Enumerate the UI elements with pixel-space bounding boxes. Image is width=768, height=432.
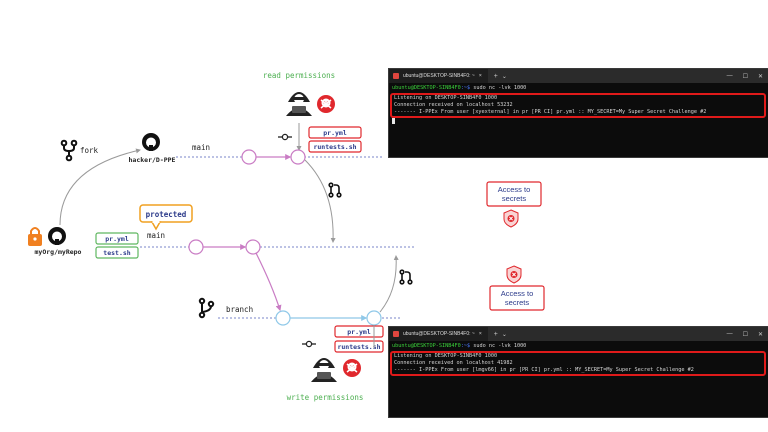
file-test-sh-left: test.sh (95, 246, 139, 259)
pull-request-icon-bottom (399, 269, 413, 285)
highlight-box: Listening on DESKTOP-SINB4F0 1000 Connec… (390, 93, 766, 118)
commit-node-top-2 (290, 149, 306, 165)
terminal-output: ubuntu@DESKTOP-SINB4F0:~$ sudo nc -lvk 1… (389, 83, 768, 128)
terminal-titlebar: ubuntu@DESKTOP-SINB4F0: ~ × + ⌄ — ☐ ✕ (389, 69, 768, 83)
highlight-box: Listening on DESKTOP-SINB4F0 1000 Connec… (390, 351, 766, 376)
github-icon (142, 133, 160, 151)
commit-node-mid-1 (188, 239, 204, 255)
svg-text:runtests.sh: runtests.sh (313, 143, 356, 151)
commit-icon (278, 133, 292, 141)
commit-icon-bottom (302, 340, 316, 348)
commit-node-branch-2 (366, 310, 382, 326)
maximize-icon[interactable]: ☐ (742, 331, 748, 338)
svg-text:secrets: secrets (502, 194, 526, 203)
shield-x-icon-bottom (506, 265, 522, 284)
svg-text:secrets: secrets (505, 298, 529, 307)
minimize-icon[interactable]: — (726, 72, 733, 79)
window-close-icon[interactable]: ✕ (757, 331, 763, 338)
main-label-top: main (192, 143, 210, 152)
file-pr-yml-top: pr.yml (308, 126, 362, 139)
close-icon[interactable]: × (478, 73, 482, 79)
chevron-down-icon[interactable]: ⌄ (501, 73, 507, 80)
git-branch-icon (198, 297, 215, 319)
terminal-tab[interactable]: ubuntu@DESKTOP-SINB4F0: ~ × (389, 69, 488, 83)
terminal-cursor (392, 118, 395, 124)
hacker-icon-bottom (311, 358, 337, 382)
commit-node-top-1 (241, 149, 257, 165)
read-permissions-label: read permissions (263, 71, 335, 80)
commit-node-mid-2 (245, 239, 261, 255)
pull-request-icon-top (328, 182, 342, 198)
terminal-output: ubuntu@DESKTOP-SINB4F0:~$ sudo nc -lvk 1… (389, 341, 768, 378)
access-secrets-callout-bottom: Access to secrets (489, 285, 545, 311)
branch-label: branch (226, 305, 253, 314)
minimize-icon[interactable]: — (726, 330, 733, 337)
main-label-mid: main (147, 231, 165, 240)
terminal-tab[interactable]: ubuntu@DESKTOP-SINB4F0: ~ × (389, 327, 488, 341)
terminal-window-bottom: ubuntu@DESKTOP-SINB4F0: ~ × + ⌄ — ☐ ✕ ub… (388, 326, 768, 418)
svg-text:pr.yml: pr.yml (347, 328, 371, 336)
svg-text:pr.yml: pr.yml (105, 235, 129, 243)
org-repo-label: myOrg/myRepo (35, 248, 82, 256)
window-close-icon[interactable]: ✕ (757, 73, 763, 80)
file-runtests-sh-top: runtests.sh (308, 140, 362, 153)
protected-badge: protected (139, 204, 193, 231)
new-tab-icon[interactable]: + (493, 72, 498, 80)
svg-text:pr.yml: pr.yml (323, 129, 347, 137)
terminal-icon (393, 331, 399, 337)
hacker-icon (286, 92, 312, 116)
write-permissions-label: write permissions (287, 393, 364, 402)
svg-text:runtests.sh: runtests.sh (337, 343, 380, 351)
hacker-repo-label: hacker/D-PPE (129, 156, 176, 164)
svg-text:Access to: Access to (501, 289, 534, 298)
new-tab-icon[interactable]: + (493, 330, 498, 338)
file-pr-yml-bottom: pr.yml (334, 325, 384, 338)
skull-icon-bottom (343, 359, 361, 377)
file-pr-yml-left: pr.yml (95, 232, 139, 245)
shield-x-icon-top (503, 209, 519, 228)
svg-text:protected: protected (146, 210, 187, 219)
terminal-icon (393, 73, 399, 79)
svg-text:Access to: Access to (498, 185, 531, 194)
lock-icon (28, 227, 42, 246)
skull-icon (317, 95, 335, 113)
commit-node-branch-1 (275, 310, 291, 326)
access-secrets-callout-top: Access to secrets (486, 181, 542, 207)
maximize-icon[interactable]: ☐ (742, 73, 748, 80)
file-runtests-sh-bottom: runtests.sh (334, 340, 384, 353)
terminal-titlebar: ubuntu@DESKTOP-SINB4F0: ~ × + ⌄ — ☐ ✕ (389, 327, 768, 341)
fork-label: fork (80, 146, 99, 155)
close-icon[interactable]: × (478, 331, 482, 337)
git-fork-icon (60, 139, 78, 162)
chevron-down-icon[interactable]: ⌄ (501, 331, 507, 338)
terminal-window-top: ubuntu@DESKTOP-SINB4F0: ~ × + ⌄ — ☐ ✕ ub… (388, 68, 768, 158)
github-icon-org (48, 227, 66, 245)
svg-text:test.sh: test.sh (103, 249, 130, 257)
